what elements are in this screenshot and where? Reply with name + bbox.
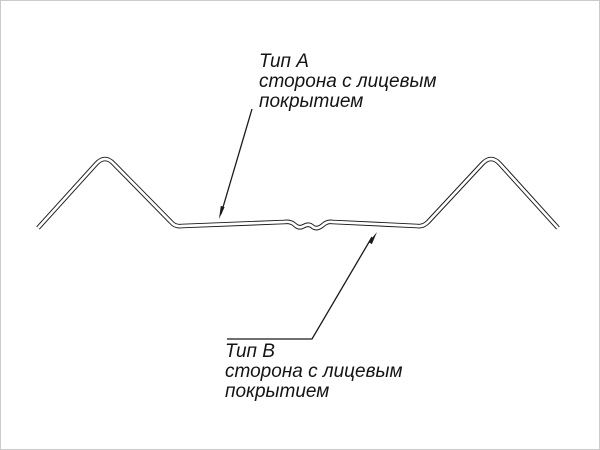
sheet-profile-core <box>36 157 560 230</box>
leader-line-type-a <box>220 108 253 215</box>
sheet-profile-outline <box>36 156 560 231</box>
label-type-a: Тип А сторона с лицевым покрытием <box>259 52 437 112</box>
label-type-b-title: Тип В <box>225 341 275 362</box>
label-type-a-line2: покрытием <box>259 91 364 112</box>
label-type-b: Тип В сторона с лицевым покрытием <box>225 342 403 402</box>
label-type-a-line1: сторона с лицевым <box>259 71 437 92</box>
label-type-b-line2: покрытием <box>225 381 330 402</box>
label-type-a-title: Тип А <box>259 51 309 72</box>
arrowhead-type-b <box>368 232 377 245</box>
label-type-b-line1: сторона с лицевым <box>225 361 403 382</box>
leader-line-type-b <box>227 236 373 340</box>
arrowhead-type-a <box>219 205 225 219</box>
